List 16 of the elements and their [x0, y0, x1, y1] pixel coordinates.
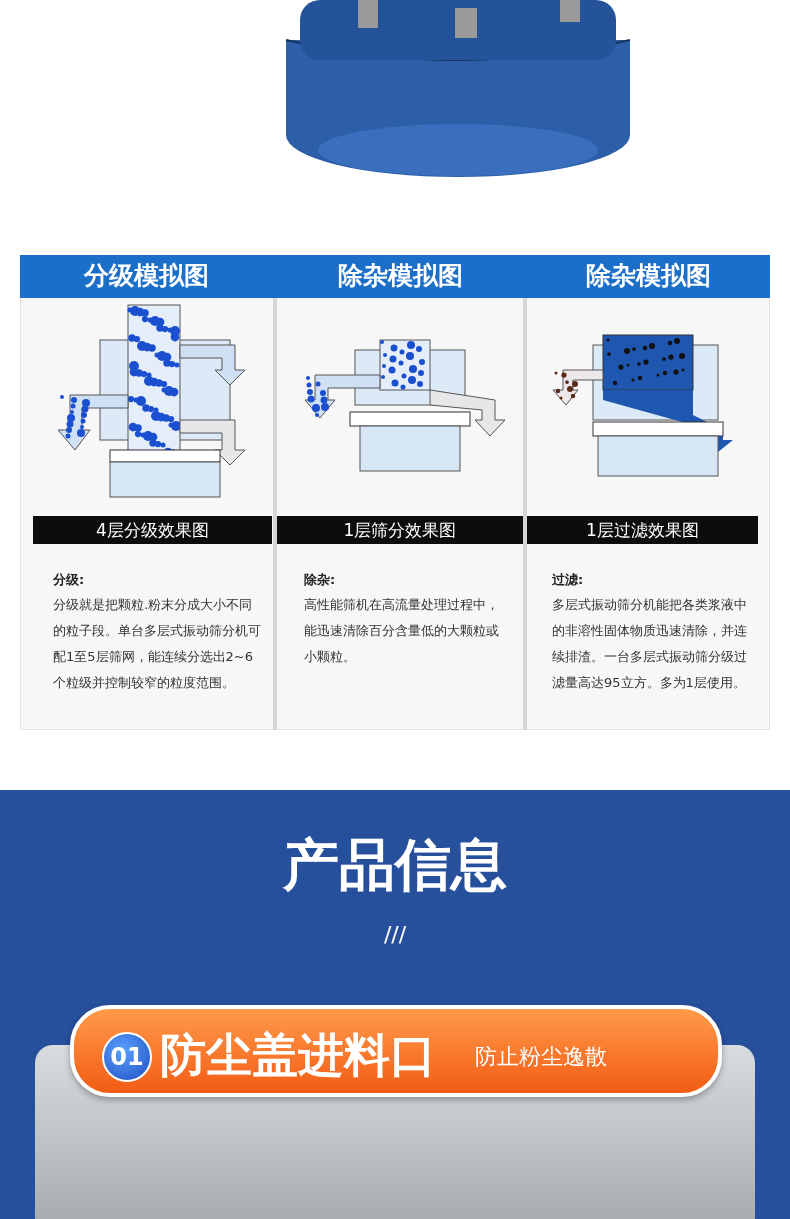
- caption-bar: 1层筛分效果图: [277, 516, 523, 544]
- decorative-slashes: ///: [382, 921, 408, 949]
- text-heading: 除杂:: [304, 571, 337, 589]
- section-heading: 除杂模拟图: [336, 260, 464, 292]
- caption-bar: 4层分级效果图: [33, 516, 272, 544]
- section-heading: 分级模拟图: [83, 260, 210, 292]
- feature-title: 防尘盖进料口: [160, 1027, 437, 1084]
- text-heading: 过滤:: [552, 571, 585, 589]
- description-text: 分级就是把颗粒.粉末分成大小不同的粒子段。单台多层式振动筛分机可配1至5层筛网，能连续分选出2~6个粒级并控制较窄的粒度范围。: [53, 596, 262, 692]
- section-heading: 除杂模拟图: [585, 260, 712, 292]
- description-text: 多层式振动筛分机能把各类浆液中的非溶性固体物质迅速清除，并连续排渣。一台多层式振动筛分级过滤量高达95立方。多为1层使用。: [552, 596, 748, 692]
- section-title: 产品信息: [282, 831, 508, 899]
- description-text: 高性能筛机在高流量处理过程中，能迅速清除百分含量低的大颗粒或小颗粒。: [304, 596, 500, 666]
- feature-subtitle: 防止粉尘逸散: [475, 1043, 608, 1071]
- caption-bar: 1层过滤效果图: [527, 516, 758, 544]
- text-heading: 分级:: [53, 571, 86, 589]
